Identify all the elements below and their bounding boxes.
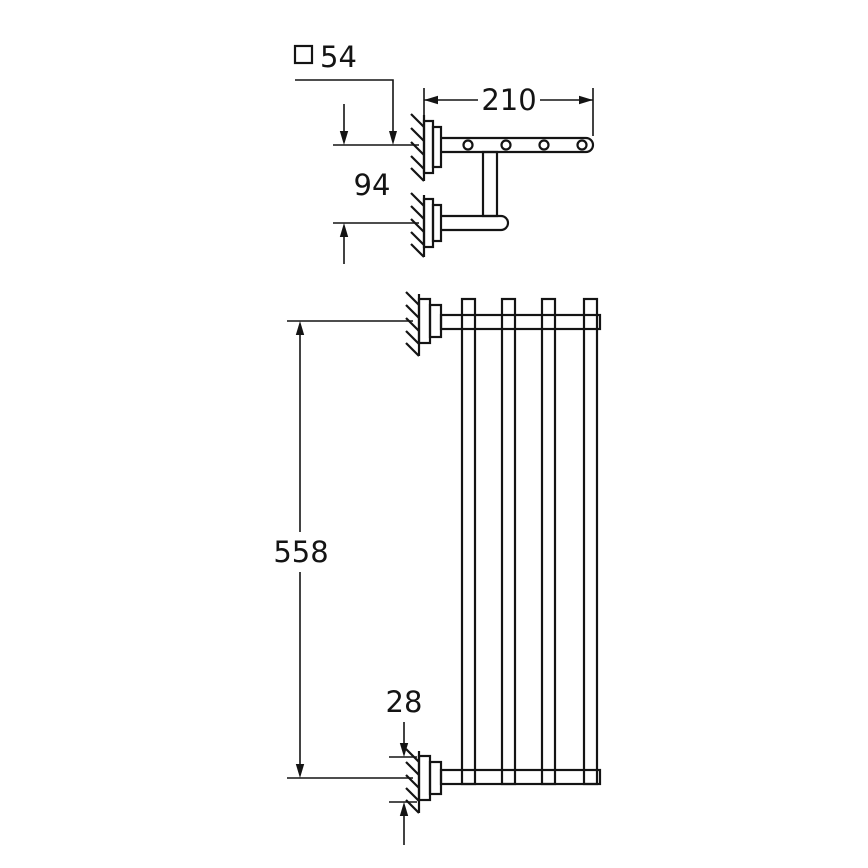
- towel-bars: [460, 297, 599, 786]
- hatch-line: [410, 205, 425, 220]
- hatch-line: [410, 155, 425, 170]
- hatch-line: [410, 231, 425, 246]
- dim-label-length: 558: [273, 535, 328, 569]
- hatch-line: [410, 192, 425, 207]
- leader-line: [295, 79, 394, 133]
- front-view: 558 28: [273, 291, 602, 845]
- arrowhead-down-icon: [295, 764, 305, 778]
- arrowhead-left-icon: [424, 95, 438, 105]
- hatch-line: [405, 761, 420, 776]
- hatch-line: [405, 787, 420, 802]
- hatch-line: [410, 113, 425, 128]
- wall-hatching-top: [405, 291, 420, 357]
- dim-label-spacing: 94: [354, 168, 391, 202]
- flange-inner-plate: [431, 125, 443, 169]
- hatch-line: [410, 141, 425, 156]
- hatch-line: [405, 317, 420, 332]
- top-arm: [441, 136, 595, 154]
- hatch-line: [405, 342, 420, 357]
- dim-spacing-94: 94: [333, 104, 419, 264]
- hatch-line: [405, 748, 420, 763]
- hatch-line: [405, 774, 420, 789]
- top-flange: [405, 291, 443, 357]
- bottom-bracket: [410, 192, 510, 258]
- flange-outer-plate: [422, 197, 435, 249]
- hatch-line: [410, 218, 425, 233]
- wall-hatching-bottom: [405, 748, 420, 814]
- arrowhead-down-icon: [399, 743, 409, 757]
- towel-bar: [460, 297, 477, 786]
- flange-outer-plate: [422, 119, 435, 175]
- wall-hatching-top: [410, 113, 425, 182]
- wall-hatching-bottom: [410, 192, 425, 258]
- flange-outer-plate: [417, 297, 432, 345]
- bottom-rail: [439, 768, 602, 786]
- hatch-line: [410, 167, 425, 182]
- hatch-line: [410, 127, 425, 142]
- flange-inner-plate: [428, 760, 443, 796]
- towel-bar: [540, 297, 557, 786]
- hatch-line: [405, 291, 420, 306]
- arrowhead-up-icon: [399, 802, 409, 816]
- dim-flange-54: 54: [293, 40, 397, 145]
- flange-inner-plate: [428, 303, 443, 339]
- bar-hole: [538, 139, 550, 151]
- dim-label-flange: 54: [320, 40, 357, 74]
- arrowhead-down-icon: [389, 131, 397, 145]
- bottom-flange: [405, 748, 443, 814]
- bar-hole: [462, 139, 474, 151]
- dim-label-offset: 28: [386, 685, 423, 719]
- top-bracket: [410, 113, 595, 182]
- hatch-line: [405, 304, 420, 319]
- hatch-line: [405, 330, 420, 345]
- bottom-arm: [441, 214, 510, 232]
- side-view: 54 210 94: [293, 40, 595, 264]
- dim-depth-210: 210: [423, 83, 594, 136]
- flange-inner-plate: [431, 203, 443, 243]
- towel-bar: [582, 297, 599, 786]
- support-post: [481, 150, 499, 218]
- arrowhead-down-icon: [339, 131, 349, 145]
- flange-outer-plate: [417, 754, 432, 802]
- hatch-line: [410, 243, 425, 258]
- bar-hole: [500, 139, 512, 151]
- top-rail: [439, 313, 602, 331]
- square-profile-icon: [293, 44, 314, 65]
- bar-hole: [576, 139, 588, 151]
- arrowhead-right-icon: [579, 95, 593, 105]
- dim-length-558: 558: [273, 320, 413, 779]
- dim-offset-28: 28: [386, 685, 423, 845]
- arrowhead-up-icon: [295, 321, 305, 335]
- towel-bar: [500, 297, 517, 786]
- dim-label-depth: 210: [481, 83, 536, 117]
- arrowhead-up-icon: [339, 223, 349, 237]
